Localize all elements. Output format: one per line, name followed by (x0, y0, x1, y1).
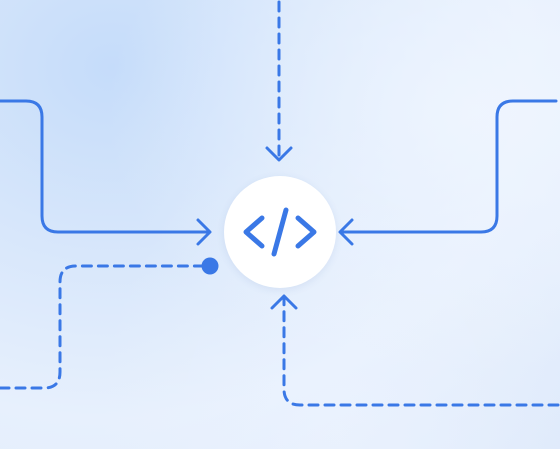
arrowhead-down-icon (265, 146, 293, 162)
connector-dot (201, 257, 219, 275)
arrowhead-right-icon (196, 218, 212, 246)
connector-top-dashed (265, 0, 293, 162)
connector-right-solid (338, 99, 558, 246)
connector-left-dashed (0, 257, 219, 390)
connector-left-solid (0, 99, 212, 246)
connector-bottom-dashed (270, 294, 560, 407)
code-hub (224, 176, 336, 288)
arrowhead-up-icon (270, 294, 298, 310)
code-brackets-icon (243, 207, 317, 257)
arrowhead-left-icon (338, 218, 354, 246)
